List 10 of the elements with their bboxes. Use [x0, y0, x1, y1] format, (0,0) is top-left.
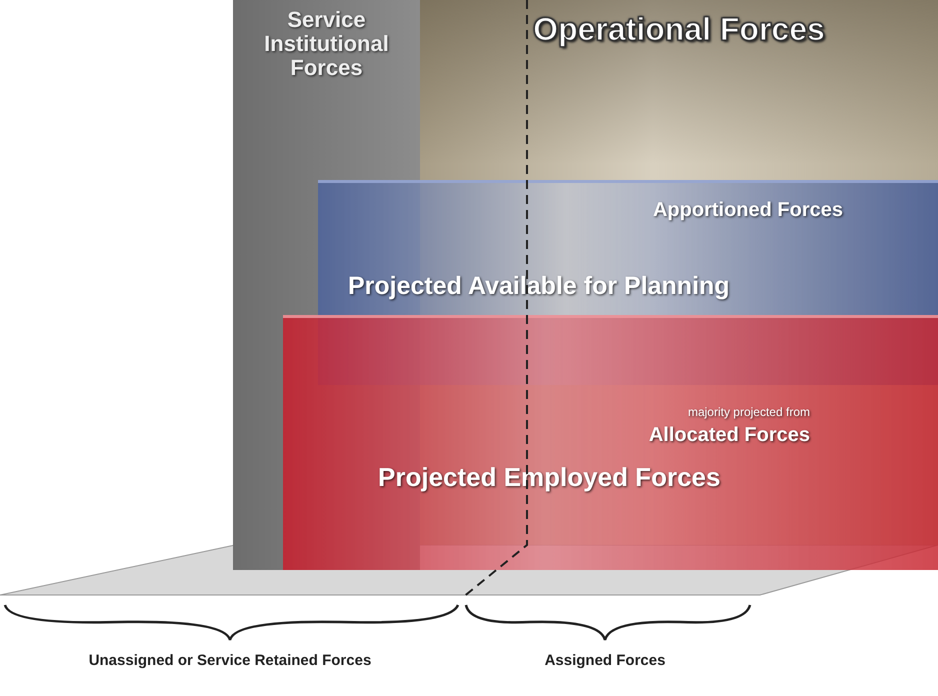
translucent-block	[283, 315, 938, 570]
block-label: Allocated Forces	[648, 424, 810, 446]
panel-title: Operational Forces	[532, 12, 826, 48]
block-label: Projected Employed Forces	[378, 463, 722, 492]
panel-title: Service Institutional Forces	[263, 8, 390, 81]
brace-label: Unassigned or Service Retained Forces	[88, 652, 372, 671]
block-label: Apportioned Forces	[652, 199, 843, 221]
block-label: Projected Available for Planning	[348, 273, 731, 300]
brace-label: Assigned Forces	[544, 652, 666, 671]
note-text: majority projected from	[686, 406, 810, 420]
